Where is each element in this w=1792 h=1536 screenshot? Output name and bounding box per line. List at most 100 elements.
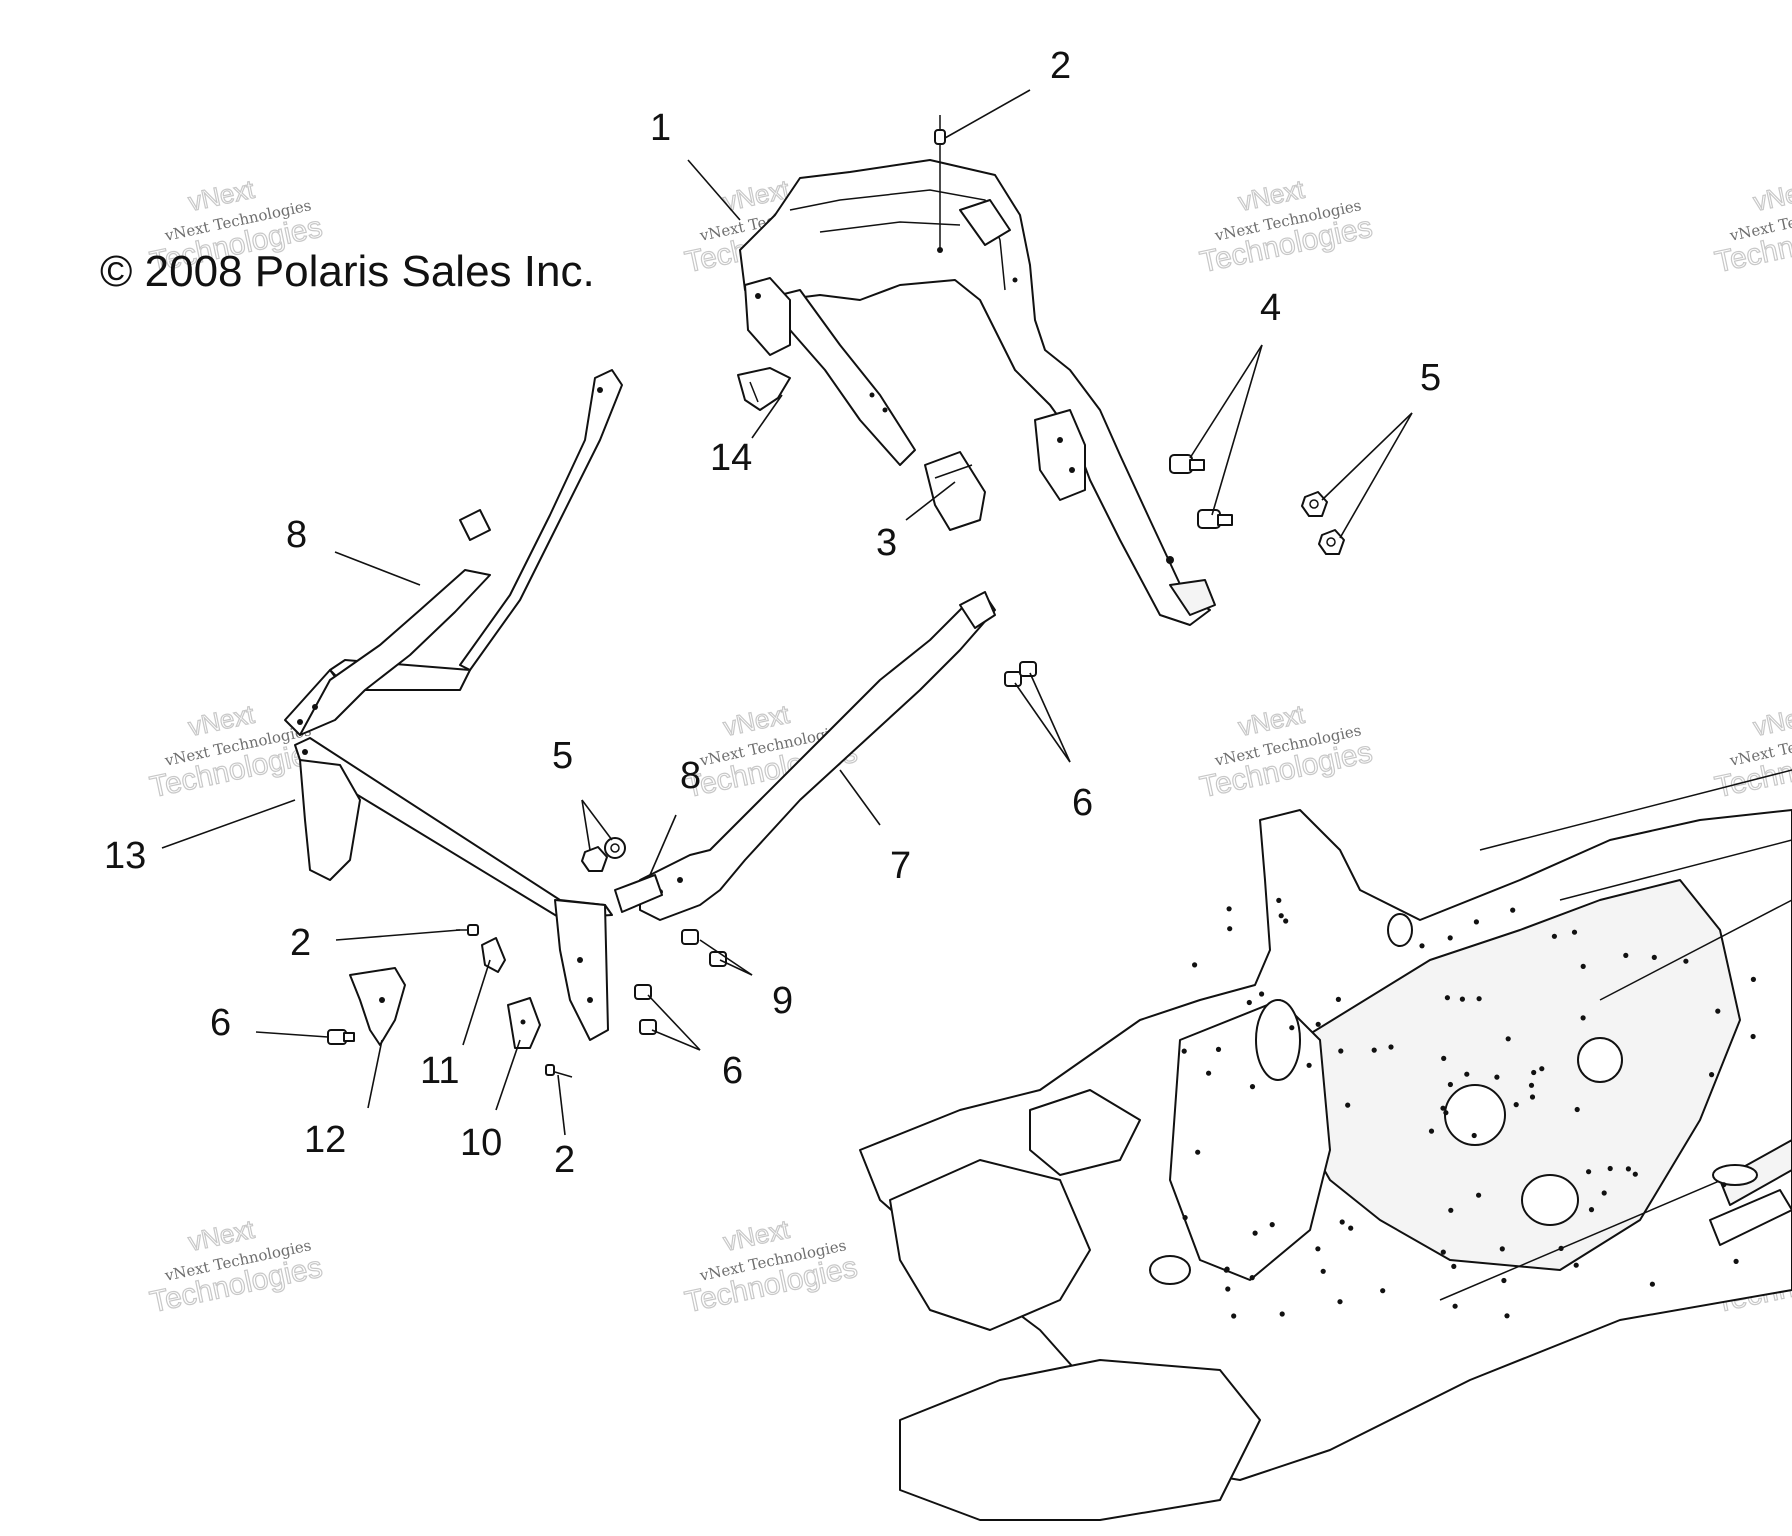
chassis-hole xyxy=(1278,913,1284,919)
part-8-plate xyxy=(614,874,663,913)
chassis-hole xyxy=(1192,962,1198,968)
chassis-hole xyxy=(1451,1263,1457,1269)
part-5-nuts-mid xyxy=(581,837,626,872)
callout-7: 7 xyxy=(890,845,911,887)
chassis-hole xyxy=(1573,1262,1579,1268)
chassis-hole xyxy=(1494,1074,1500,1080)
watermark-line-1: vNext xyxy=(1751,699,1792,742)
part-8-upper-brace xyxy=(284,369,623,736)
chassis-hole xyxy=(1447,935,1453,941)
chassis-hole xyxy=(1315,1246,1321,1252)
chassis-hole xyxy=(1447,1081,1453,1088)
chassis-hole xyxy=(1501,1277,1507,1284)
part-12-bracket xyxy=(349,967,406,1046)
part-10-plate xyxy=(507,997,541,1049)
part-6-bolt-left xyxy=(327,1029,355,1045)
chassis-hole xyxy=(1227,926,1233,932)
chassis-hole xyxy=(1182,1215,1188,1221)
chassis-holes xyxy=(1181,897,1756,1319)
part-1-upper-frame xyxy=(739,159,1216,626)
chassis-hole xyxy=(1459,996,1465,1002)
chassis-hole xyxy=(1586,1169,1592,1175)
chassis-hole xyxy=(1750,1033,1756,1040)
callout-8-upper: 8 xyxy=(286,514,307,556)
leader-lines xyxy=(161,89,1413,1136)
chassis-hole xyxy=(1715,1008,1721,1014)
chassis-hole xyxy=(1444,995,1450,1001)
chassis-hole xyxy=(1505,1036,1511,1042)
chassis-hole xyxy=(1574,1106,1580,1113)
chassis-hole xyxy=(1528,1082,1535,1088)
chassis-hole xyxy=(1226,906,1232,912)
chassis-hole xyxy=(1473,919,1479,925)
chassis-hole xyxy=(1632,1171,1638,1177)
chassis-hole xyxy=(1683,958,1689,964)
chassis-hole xyxy=(1601,1190,1607,1196)
chassis-hole xyxy=(1649,1281,1655,1287)
chassis-hole xyxy=(1499,1246,1505,1252)
chassis-hole xyxy=(1223,1267,1229,1273)
chassis-hole xyxy=(1249,1275,1255,1281)
callout-4: 4 xyxy=(1260,287,1281,329)
chassis-hole xyxy=(1206,1070,1212,1076)
chassis-hole xyxy=(1558,1245,1564,1251)
chassis-hole xyxy=(1279,1311,1285,1317)
watermark-line-1: vNext xyxy=(1751,174,1792,217)
chassis-hole xyxy=(1269,1222,1275,1228)
part-2-rivet-top xyxy=(934,115,946,250)
chassis-hole xyxy=(1513,1102,1519,1108)
chassis-hole xyxy=(1580,1015,1586,1021)
part-11-clip xyxy=(481,937,506,973)
callout-2-left: 2 xyxy=(290,922,311,964)
callout-5-right: 5 xyxy=(1420,357,1441,399)
chassis-hole xyxy=(1231,1313,1237,1319)
callouts: 1 2 4 5 14 3 8 6 5 8 7 13 2 9 6 6 11 12 … xyxy=(104,45,1441,1181)
chassis-hole xyxy=(1419,943,1425,949)
chassis-hole xyxy=(1529,1094,1536,1100)
callout-8-mid: 8 xyxy=(680,755,701,797)
callout-13: 13 xyxy=(104,835,146,877)
chassis-hole xyxy=(1440,1105,1446,1111)
chassis-hole xyxy=(1588,1207,1595,1213)
chassis-hole xyxy=(1306,1062,1312,1068)
part-6-bolts-right xyxy=(1004,661,1037,687)
part-4-bolts xyxy=(1169,454,1233,529)
chassis-assembly xyxy=(859,769,1792,1521)
part-3-pad xyxy=(924,451,986,531)
chassis-hole xyxy=(1249,1084,1256,1090)
chassis-hole xyxy=(1339,1219,1345,1225)
chassis-hole xyxy=(1443,1110,1449,1116)
chassis-hole xyxy=(1476,1192,1482,1198)
chassis-hole xyxy=(1580,963,1586,970)
copyright-text: © 2008 Polaris Sales Inc. xyxy=(100,247,595,296)
chassis-hole xyxy=(1252,1230,1258,1236)
part-6-bolts-mid xyxy=(634,984,657,1035)
callout-6-mid: 6 xyxy=(722,1050,743,1092)
chassis-hole xyxy=(1440,1249,1446,1255)
chassis-hole xyxy=(1607,1165,1613,1172)
callout-2-bottom: 2 xyxy=(554,1139,575,1181)
chassis-hole xyxy=(1448,1207,1454,1213)
part-2-pins xyxy=(456,924,573,1078)
callout-2-top: 2 xyxy=(1050,45,1071,87)
chassis-hole xyxy=(1733,1258,1739,1264)
chassis-hole xyxy=(1348,1225,1354,1231)
chassis-hole xyxy=(1476,996,1482,1002)
chassis-hole xyxy=(1283,918,1289,924)
part-13-bar xyxy=(294,737,613,1041)
callout-14: 14 xyxy=(710,437,752,479)
callout-1: 1 xyxy=(650,107,671,149)
chassis-hole xyxy=(1471,1132,1477,1139)
chassis-hole xyxy=(1464,1071,1470,1077)
part-5-nuts-right xyxy=(1301,491,1345,555)
chassis-hole xyxy=(1623,952,1629,959)
chassis-hole xyxy=(1388,1044,1394,1050)
callout-6-left: 6 xyxy=(210,1002,231,1044)
chassis-hole xyxy=(1315,1021,1321,1027)
chassis-hole xyxy=(1371,1047,1377,1053)
callout-6-right: 6 xyxy=(1072,782,1093,824)
